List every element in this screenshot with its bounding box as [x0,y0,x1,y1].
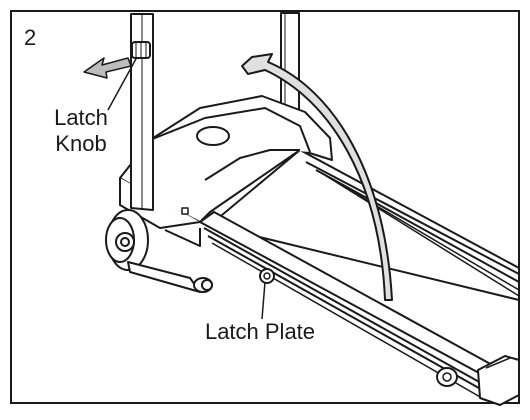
front-pulley [105,209,149,271]
latch-knob-label-line1: Latch [54,105,108,130]
fold-arrow [241,53,393,301]
latch-knob-leader [107,56,138,111]
latch-plate-label: Latch Plate [204,319,316,344]
step-number: 2 [24,25,37,50]
treadmill-deck [199,149,520,406]
latch-knob-label: Latch Knob [40,105,122,157]
latch-knob-label-line2: Knob [55,131,107,156]
leveler-arm [127,261,213,293]
latch-knob-part [131,41,151,59]
pull-direction-arrow [83,57,132,79]
latch-plate-leader [261,281,266,320]
